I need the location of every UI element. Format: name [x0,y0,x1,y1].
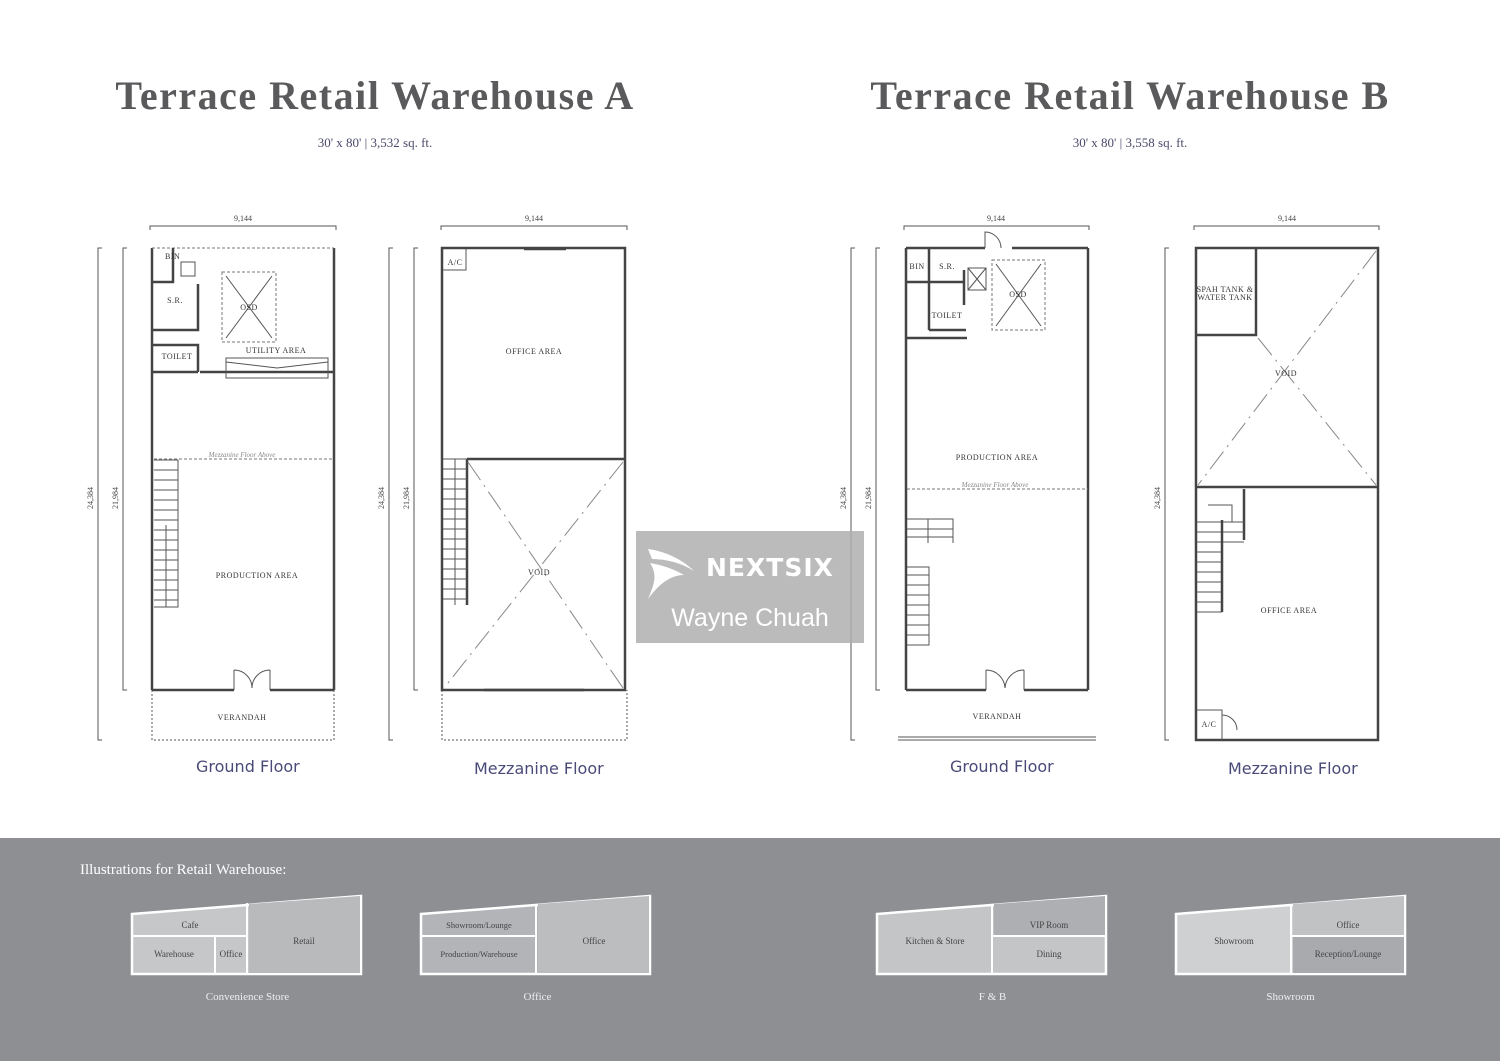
svg-text:VOID: VOID [1275,369,1297,378]
illustration-caption: Showroom [1266,991,1315,1003]
svg-text:WATER TANK: WATER TANK [1197,293,1252,302]
floor-plans: .w{fill:none;stroke:#444;stroke-width:2.… [86,214,1380,742]
svg-text:Kitchen & Store: Kitchen & Store [906,936,965,946]
svg-text:Mezzanine Floor Above: Mezzanine Floor Above [208,451,276,459]
illustrations-band: Illustrations for Retail Warehouse: Cafe… [0,838,1500,1061]
svg-text:A/C: A/C [448,258,463,267]
svg-text:9,144: 9,144 [525,214,543,223]
svg-text:BIN: BIN [165,252,180,261]
svg-text:21,984: 21,984 [111,487,120,509]
svg-text:Production/Warehouse: Production/Warehouse [440,949,517,959]
svg-text:Retail: Retail [293,936,315,946]
unit-b-title: Terrace Retail Warehouse B [870,73,1390,118]
svg-text:Warehouse: Warehouse [154,949,194,959]
svg-text:S.R.: S.R. [939,262,955,271]
illustration-fnb: Kitchen & Store VIP Room Dining [875,894,1108,976]
agent-watermark: NEXTSIX Wayne Chuah [636,531,864,643]
svg-text:24,384: 24,384 [839,487,848,509]
svg-text:Office: Office [583,936,606,946]
svg-text:OSD: OSD [240,303,258,312]
svg-text:VOID: VOID [528,568,550,577]
svg-text:VERANDAH: VERANDAH [973,712,1022,721]
illustrations-heading: Illustrations for Retail Warehouse: [80,862,287,878]
svg-text:24,384: 24,384 [86,487,95,509]
watermark-agent-name: Wayne Chuah [671,604,829,632]
floor-label-a-mezzanine: Mezzanine Floor [474,759,604,778]
svg-text:SPAH TANK &: SPAH TANK & [1197,285,1254,294]
svg-text:24,384: 24,384 [377,487,386,509]
illustration-convenience-store: Cafe Warehouse Office Retail [130,894,363,976]
svg-text:PRODUCTION AREA: PRODUCTION AREA [956,453,1038,462]
svg-text:Office: Office [220,949,243,959]
svg-text:9,144: 9,144 [987,214,1005,223]
svg-text:OFFICE AREA: OFFICE AREA [506,347,562,356]
illustration-showroom: Showroom Office Reception/Lounge [1174,894,1407,976]
plan-b-ground: 9,144 24,384 21,984 BIN S.R. OSD TOILET … [839,214,1096,741]
unit-a-title: Terrace Retail Warehouse A [115,73,635,118]
illustration-caption: Convenience Store [205,991,290,1003]
svg-text:Showroom/Lounge: Showroom/Lounge [446,920,512,930]
svg-text:TOILET: TOILET [162,352,193,361]
svg-text:A/C: A/C [1202,720,1217,729]
svg-text:Reception/Lounge: Reception/Lounge [1315,949,1381,959]
illustration-office: Showroom/Lounge Production/Warehouse Off… [419,894,652,976]
svg-text:Showroom: Showroom [1214,936,1254,946]
svg-text:Mezzanine Floor Above: Mezzanine Floor Above [961,481,1029,489]
svg-text:Office: Office [1337,920,1360,930]
dim-width: 9,144 [234,214,252,223]
svg-text:21,984: 21,984 [864,487,873,509]
svg-text:VERANDAH: VERANDAH [218,713,267,722]
svg-text:VIP Room: VIP Room [1030,920,1068,930]
svg-text:PRODUCTION AREA: PRODUCTION AREA [216,571,298,580]
svg-text:OFFICE AREA: OFFICE AREA [1261,606,1317,615]
floor-label-b-mezzanine: Mezzanine Floor [1228,759,1358,778]
svg-text:Dining: Dining [1036,949,1062,959]
plan-a-ground: 9,144 24,384 21,984 BIN S.R. OSD TOILET … [86,214,337,741]
svg-text:Cafe: Cafe [182,920,199,930]
svg-text:S.R.: S.R. [167,296,183,305]
svg-text:BIN: BIN [909,262,924,271]
svg-text:UTILITY AREA: UTILITY AREA [246,346,307,355]
svg-text:9,144: 9,144 [1278,214,1296,223]
watermark-brand: NEXTSIX [706,553,834,582]
svg-text:24,384: 24,384 [1153,487,1162,509]
svg-text:OSD: OSD [1009,290,1027,299]
illustration-caption: Office [523,991,552,1003]
floor-label-a-ground: Ground Floor [196,757,300,776]
plan-b-mezzanine: 9,144 24,384 SPAH TANK & WATER TANK VOID… [1153,214,1380,742]
svg-text:21,984: 21,984 [402,487,411,509]
nextsix-logo-icon [648,549,694,599]
floor-label-b-ground: Ground Floor [950,757,1054,776]
plan-a-mezzanine: 9,144 24,384 21,984 A/C OFFICE AREA VOID [377,214,628,741]
unit-b-subtitle: 30' x 80' | 3,558 sq. ft. [1072,135,1188,150]
unit-a-subtitle: 30' x 80' | 3,532 sq. ft. [317,135,433,150]
svg-text:TOILET: TOILET [932,311,963,320]
illustration-caption: F & B [978,991,1007,1003]
